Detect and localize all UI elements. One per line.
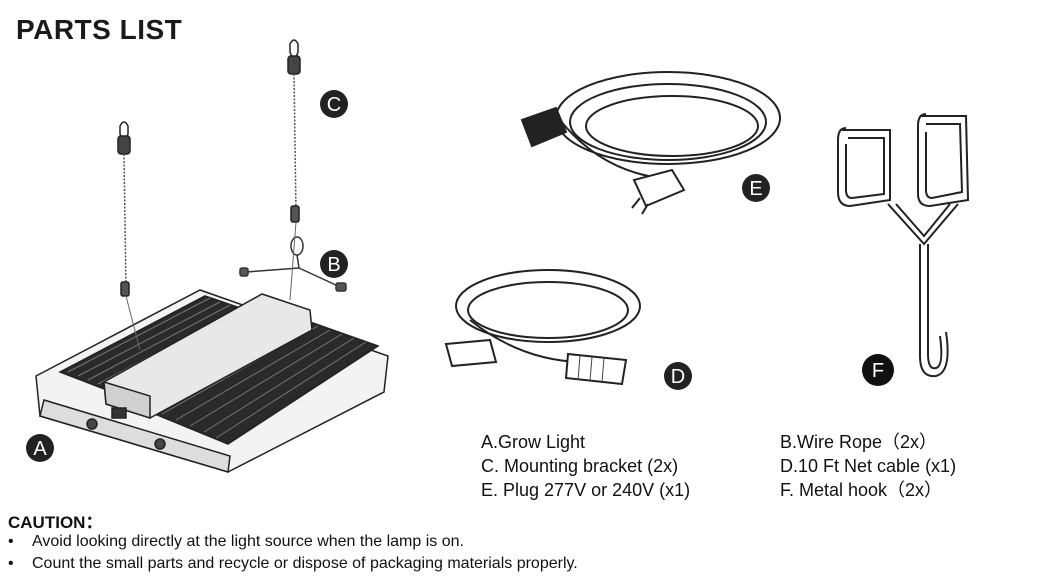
badge-d: D <box>664 362 692 390</box>
svg-text:F: F <box>872 360 884 382</box>
caution-item: Avoid looking directly at the light sour… <box>8 531 578 553</box>
legend-item-f: F. Metal hook（2x） <box>780 480 943 500</box>
legend-item-b: B.Wire Rope（2x） <box>780 432 938 452</box>
caution-item: Count the small parts and recycle or dis… <box>8 553 578 575</box>
net-cable-illustration <box>444 269 641 386</box>
grow-light-illustration <box>35 221 389 473</box>
svg-text:D: D <box>671 366 685 388</box>
metal-hook-illustration <box>837 113 970 378</box>
power-plug-illustration <box>520 71 781 215</box>
mounting-bracket-illustration <box>117 39 301 297</box>
badge-f: F <box>862 354 894 386</box>
legend-item-c: C. Mounting bracket (2x) <box>481 456 679 476</box>
svg-text:B: B <box>327 254 340 276</box>
legend-item-a: A.Grow Light <box>481 432 586 452</box>
badge-c: C <box>320 90 348 118</box>
caution-heading: CAUTION： <box>8 513 103 532</box>
legend-item-d: D.10 Ft Net cable (x1) <box>780 456 957 476</box>
svg-text:C: C <box>327 94 341 116</box>
svg-text:A: A <box>33 438 47 460</box>
parts-legend-left: A.Grow Light C. Mounting bracket (2x) E.… <box>481 430 690 502</box>
page-title: PARTS LIST <box>16 14 183 45</box>
badge-a: A <box>26 434 54 462</box>
caution-list: Avoid looking directly at the light sour… <box>8 531 578 575</box>
parts-legend-right: B.Wire Rope（2x） D.10 Ft Net cable (x1) F… <box>780 430 956 502</box>
badge-b: B <box>320 250 348 278</box>
legend-item-e: E. Plug 277V or 240V (x1) <box>481 480 691 500</box>
badge-e: E <box>742 174 770 202</box>
parts-illustration: A B C D E F <box>26 39 970 473</box>
svg-text:E: E <box>749 178 762 200</box>
wire-rope-illustration <box>239 236 347 292</box>
